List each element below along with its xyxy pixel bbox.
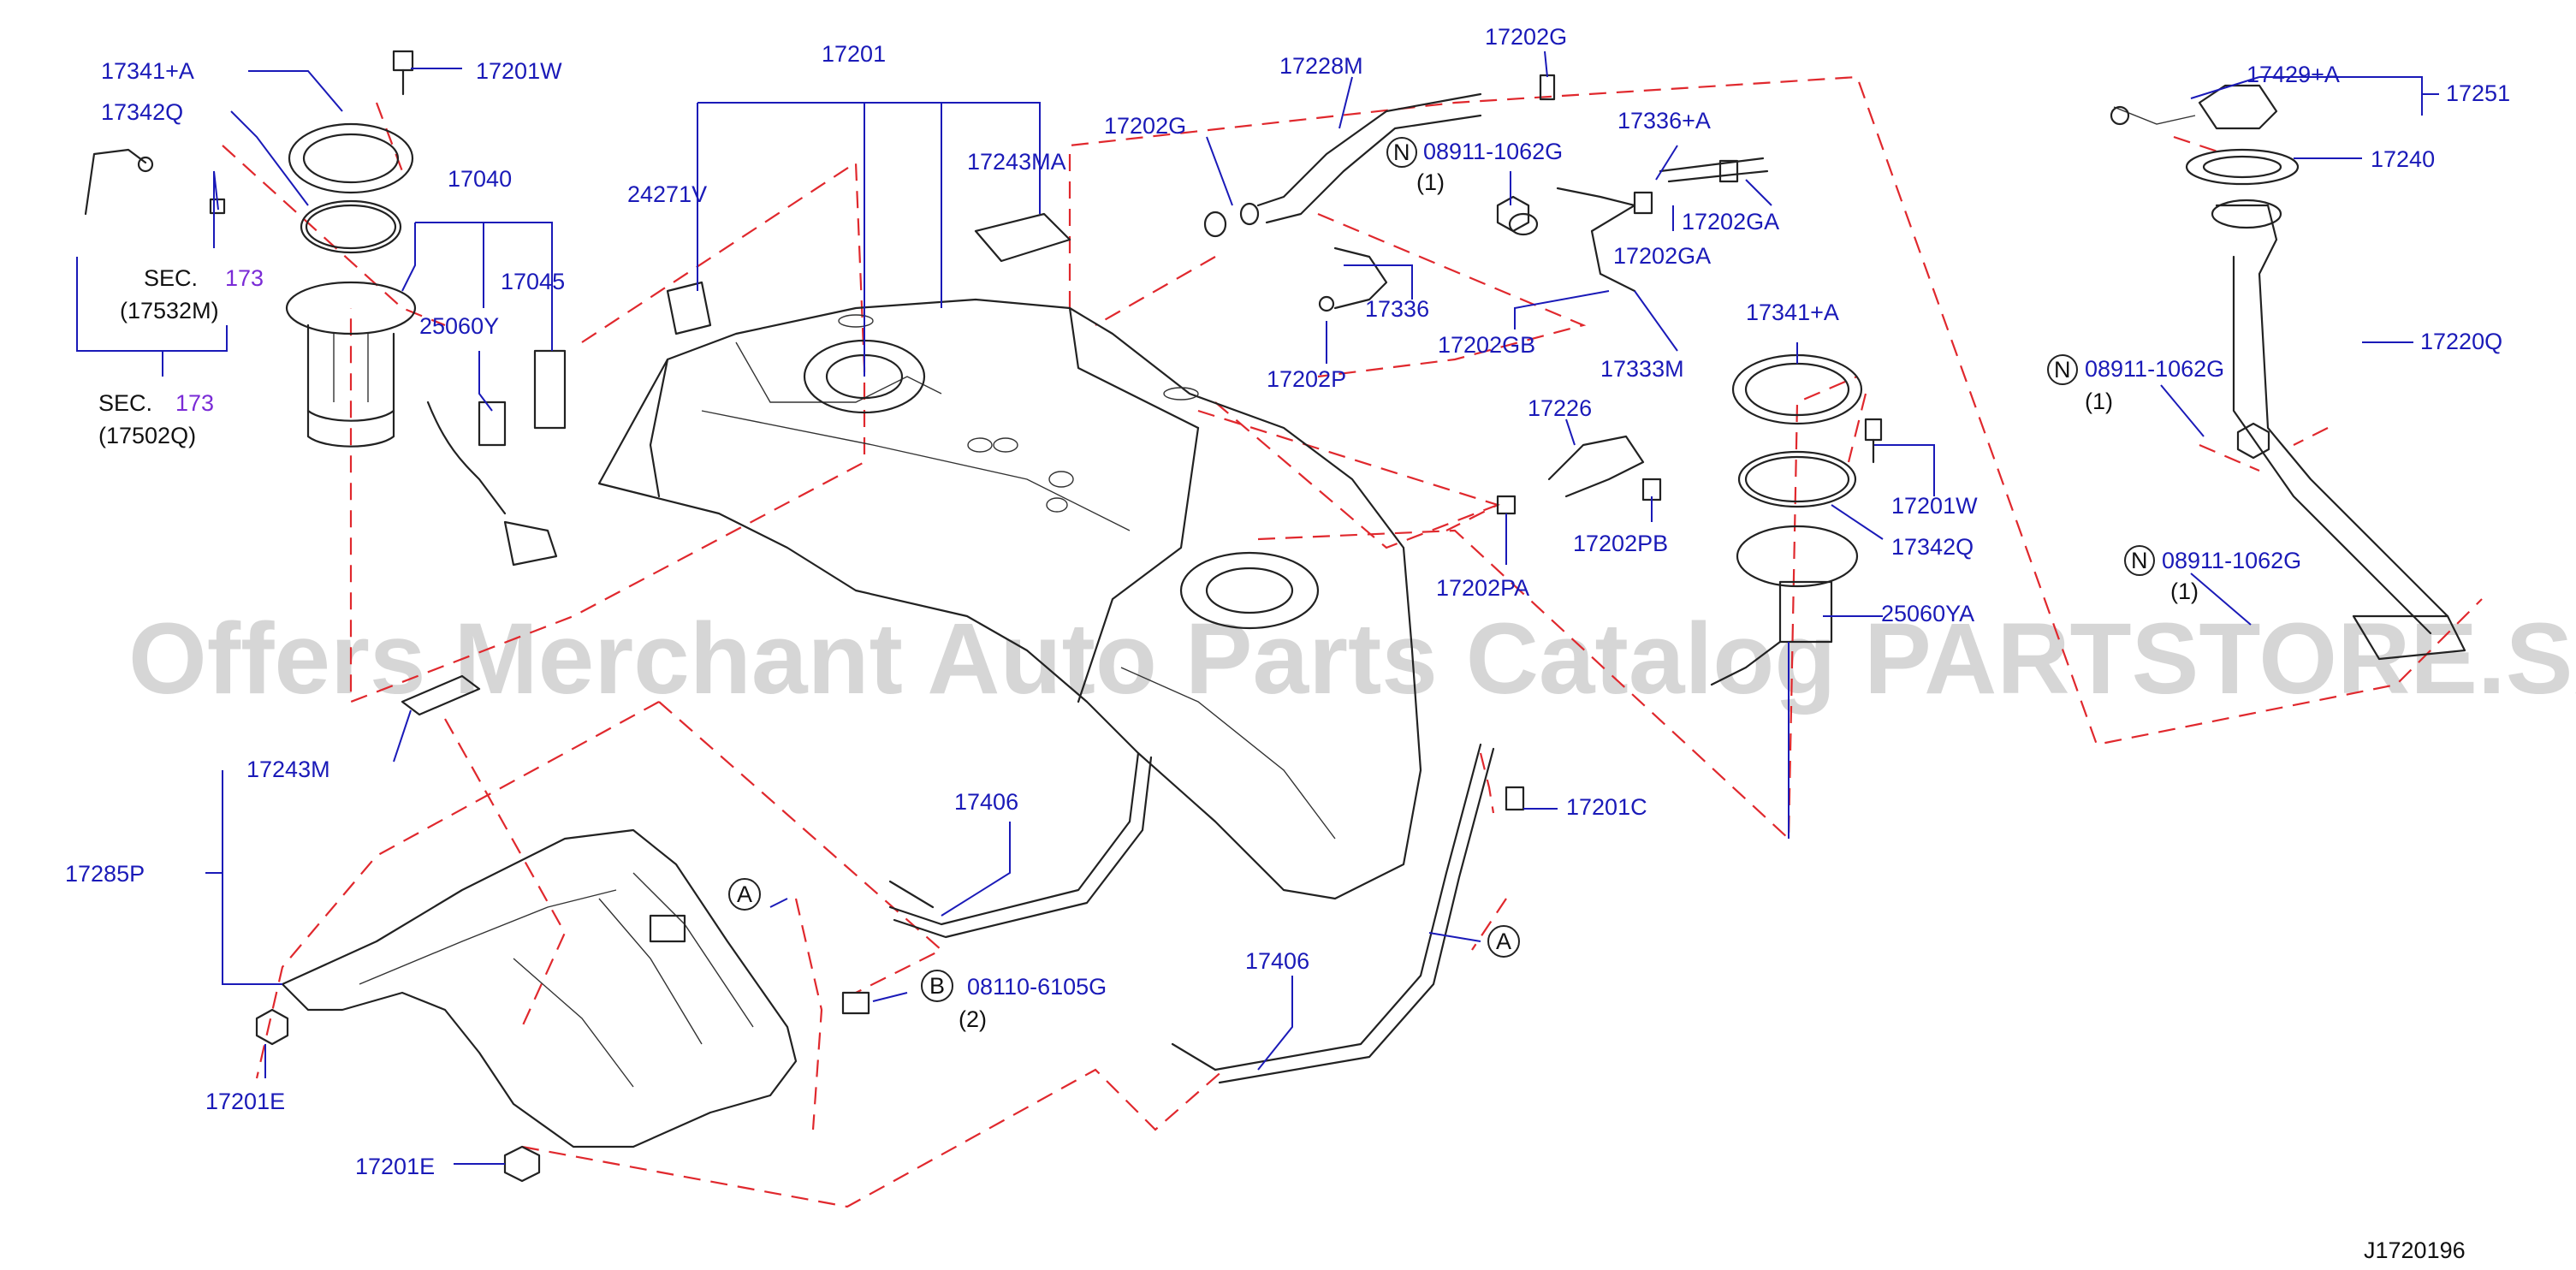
hose-17226 xyxy=(1496,435,1662,515)
label-25060y: 25060Y xyxy=(419,313,499,339)
qty-1-c: (1) xyxy=(2170,579,2199,604)
label-17341a-top: 17341+A xyxy=(101,58,194,84)
qty-1-b: (1) xyxy=(2085,389,2113,414)
label-08110-6105g: 08110-6105G xyxy=(967,974,1107,1000)
label-08911-1062g-b: 08911-1062G xyxy=(2085,356,2224,382)
label-17336: 17336 xyxy=(1365,296,1429,322)
label-08911-1062g-c: 08911-1062G xyxy=(2162,548,2301,573)
label-17202gb: 17202GB xyxy=(1438,332,1535,358)
label-17243ma: 17243MA xyxy=(967,149,1066,175)
label-17045: 17045 xyxy=(501,269,565,294)
label-17202g-top: 17202G xyxy=(1485,24,1567,50)
sec-word-2: SEC. xyxy=(98,390,152,416)
label-17202pa: 17202PA xyxy=(1436,575,1529,601)
filler-hose-17228M xyxy=(1203,74,1556,238)
label-17201w-top: 17201W xyxy=(476,58,562,84)
circle-a-1: A xyxy=(728,878,761,911)
label-17202ga-a: 17202GA xyxy=(1682,209,1779,234)
label-17220q: 17220Q xyxy=(2420,329,2502,354)
circle-n-1-text: N xyxy=(1393,139,1410,165)
label-17201: 17201 xyxy=(822,41,886,67)
label-17243m: 17243M xyxy=(246,757,330,782)
strap-17406-a xyxy=(888,751,1153,939)
qty-1-a: (1) xyxy=(1416,169,1445,195)
circle-b-text: B xyxy=(929,973,945,999)
watermark-text: Offers Merchant Auto Parts Catalog PARTS… xyxy=(128,602,2576,715)
circle-a-2-text: A xyxy=(1496,929,1511,954)
label-24271v: 24271V xyxy=(627,181,707,207)
filler-neck-17220Q xyxy=(2110,84,2466,661)
label-25060ya: 25060YA xyxy=(1881,601,1974,626)
label-17202p: 17202P xyxy=(1267,366,1346,392)
label-17285p: 17285P xyxy=(65,861,145,887)
gasket-17243MA xyxy=(974,212,1071,263)
heat-shield-17285P xyxy=(281,828,798,1148)
label-17341a-right: 17341+A xyxy=(1746,300,1839,325)
evap-tube-17336A xyxy=(1508,157,1769,293)
fasteners xyxy=(255,195,2270,1183)
circle-n-3-text: N xyxy=(2131,548,2148,573)
qty-2: (2) xyxy=(959,1006,987,1032)
circle-n-2: N xyxy=(2047,354,2078,385)
lock-ring-17341A xyxy=(288,50,414,254)
label-17406-a: 17406 xyxy=(954,789,1018,815)
label-17228m: 17228M xyxy=(1279,53,1363,79)
strap-17406-b xyxy=(1171,743,1495,1084)
label-17240: 17240 xyxy=(2371,146,2435,172)
label-08911-1062g-a: 08911-1062G xyxy=(1423,139,1563,164)
label-17040: 17040 xyxy=(448,166,512,192)
label-17342q-right: 17342Q xyxy=(1891,534,1974,560)
fuel-tank-17201 xyxy=(597,298,1422,900)
circle-a-1-text: A xyxy=(737,881,752,907)
gasket-24271V xyxy=(666,281,712,335)
label-17251: 17251 xyxy=(2446,80,2510,106)
bracket-sec173 xyxy=(84,148,226,216)
label-17429a: 17429+A xyxy=(2247,62,2340,87)
label-17202g-mid: 17202G xyxy=(1104,113,1186,139)
label-17201e-b: 17201E xyxy=(355,1154,435,1179)
label-17406-b: 17406 xyxy=(1245,948,1309,974)
sec-word-1: SEC. xyxy=(144,265,198,291)
label-17201w-right: 17201W xyxy=(1891,493,1978,519)
sec-num-2: 173 xyxy=(175,390,214,416)
fuel-pump-17040 xyxy=(285,281,567,567)
sec-num-1: 173 xyxy=(225,265,264,291)
circle-n-3: N xyxy=(2124,545,2155,576)
label-17201c: 17201C xyxy=(1566,794,1647,820)
label-17333m: 17333M xyxy=(1600,356,1684,382)
label-17336a: 17336+A xyxy=(1617,108,1711,134)
circle-n-2-text: N xyxy=(2054,357,2071,383)
gasket-17243M xyxy=(401,674,481,716)
diagram-id: J1720196 xyxy=(2364,1237,2466,1263)
sec-ref-1: (17532M) xyxy=(120,298,219,323)
label-17342q-top: 17342Q xyxy=(101,99,183,125)
sec-ref-2: (17502Q) xyxy=(98,423,196,448)
label-17201e-a: 17201E xyxy=(205,1089,285,1114)
label-17202pb: 17202PB xyxy=(1573,531,1668,556)
circle-a-2: A xyxy=(1487,925,1520,958)
circle-b: B xyxy=(921,970,953,1002)
label-17226: 17226 xyxy=(1528,395,1592,421)
leader-lines xyxy=(76,50,2439,1165)
hose-17336 xyxy=(1318,246,1388,312)
label-17202ga-b: 17202GA xyxy=(1613,243,1711,269)
part-labels: 17341+A 17201W 17342Q 17040 17045 25060Y… xyxy=(65,24,2510,1263)
circle-n-1: N xyxy=(1386,137,1417,168)
